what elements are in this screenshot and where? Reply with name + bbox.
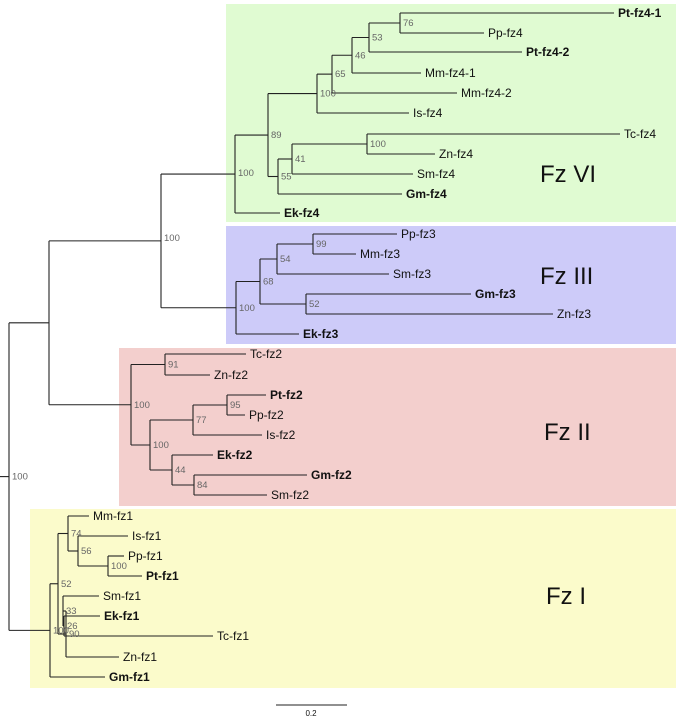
leaf-label: Pp-fz1 <box>128 549 163 563</box>
leaf-label: Is-fz4 <box>413 106 443 120</box>
leaf-label: Sm-fz1 <box>103 589 141 603</box>
leaf-label: Ek-fz4 <box>284 206 320 220</box>
leaf-label: Sm-fz4 <box>417 167 455 181</box>
bootstrap-label: 52 <box>61 579 72 590</box>
leaf-label: Zn-fz4 <box>439 147 473 161</box>
bootstrap-label: 56 <box>81 546 92 557</box>
bootstrap-label: 100 <box>111 561 127 572</box>
leaf-label: Zn-fz1 <box>123 650 157 664</box>
bootstrap-label: 100 <box>238 168 254 179</box>
bootstrap-label: 84 <box>197 480 208 491</box>
clade-backgrounds <box>30 4 676 688</box>
leaf-label: Sm-fz3 <box>393 267 431 281</box>
leaf-label: Tc-fz1 <box>217 629 249 643</box>
leaf-label: Pt-fz4-1 <box>618 6 662 20</box>
bootstrap-label: 33 <box>66 606 77 617</box>
bootstrap-label: 100 <box>12 472 28 483</box>
leaf-label: Tc-fz4 <box>624 127 656 141</box>
bootstrap-label: 26 <box>67 621 78 632</box>
leaf-label: Pt-fz2 <box>270 388 303 402</box>
leaf-label: Pt-fz1 <box>146 569 179 583</box>
scale-bar: 0.2 <box>276 704 347 718</box>
bootstrap-label: 55 <box>281 172 292 183</box>
bootstrap-label: 54 <box>280 254 291 265</box>
bootstrap-label: 77 <box>196 415 207 426</box>
clade-box-fz6 <box>226 4 676 222</box>
leaf-label: Is-fz2 <box>266 428 296 442</box>
leaf-label: Tc-fz2 <box>250 347 282 361</box>
bootstrap-label: 100 <box>53 625 69 636</box>
bootstrap-label: 76 <box>403 18 414 29</box>
leaf-label: Pp-fz3 <box>401 227 436 241</box>
leaf-label: Ek-fz3 <box>303 327 339 341</box>
leaf-label: Mm-fz4-1 <box>425 66 476 80</box>
leaf-label: Zn-fz2 <box>214 368 248 382</box>
bootstrap-label: 46 <box>355 50 366 61</box>
leaf-label: Gm-fz4 <box>406 187 447 201</box>
bootstrap-label: 91 <box>168 360 179 371</box>
bootstrap-label: 53 <box>372 33 383 44</box>
bootstrap-label: 90 <box>69 629 80 640</box>
leaf-labels: Pt-fz4-1Pp-fz4Pt-fz4-2Mm-fz4-1Mm-fz4-2Is… <box>93 6 662 684</box>
clade-labels: Fz VI Fz III Fz II Fz I <box>540 161 596 610</box>
bootstrap-label: 100 <box>153 440 169 451</box>
clade-box-fz3 <box>226 226 676 344</box>
clade-label-fz6: Fz VI <box>540 161 596 188</box>
leaf-label: Mm-fz3 <box>360 247 400 261</box>
bootstrap-label: 100 <box>164 233 180 244</box>
bootstrap-label: 99 <box>316 239 327 250</box>
clade-label-fz1: Fz I <box>546 583 586 610</box>
bootstrap-label: 74 <box>71 529 82 540</box>
bootstrap-label: 44 <box>175 465 186 476</box>
leaf-label: Sm-fz2 <box>271 488 309 502</box>
leaf-label: Is-fz1 <box>132 529 162 543</box>
bootstrap-label: 100 <box>239 303 255 314</box>
scale-bar-label: 0.2 <box>305 709 317 718</box>
leaf-label: Ek-fz2 <box>217 448 253 462</box>
bootstrap-label: 68 <box>263 277 274 288</box>
bootstrap-label: 65 <box>335 69 346 80</box>
bootstrap-label: 52 <box>309 299 320 310</box>
leaf-label: Ek-fz1 <box>104 609 140 623</box>
clade-label-fz3: Fz III <box>540 263 593 290</box>
leaf-label: Pp-fz4 <box>488 26 523 40</box>
leaf-label: Pp-fz2 <box>249 408 284 422</box>
leaf-label: Zn-fz3 <box>557 307 591 321</box>
clade-box-fz1 <box>30 509 676 688</box>
clade-box-fz2 <box>119 348 676 506</box>
clade-label-fz2: Fz II <box>544 419 591 446</box>
bootstrap-label: 95 <box>230 400 241 411</box>
tree-branches <box>0 12 620 678</box>
bootstrap-label: 100 <box>370 139 386 150</box>
bootstrap-label: 100 <box>134 400 150 411</box>
leaf-label: Gm-fz1 <box>109 670 150 684</box>
leaf-label: Gm-fz2 <box>311 468 352 482</box>
bootstrap-label: 41 <box>295 154 306 165</box>
leaf-label: Gm-fz3 <box>475 287 516 301</box>
leaf-label: Mm-fz1 <box>93 509 133 523</box>
leaf-label: Pt-fz4-2 <box>526 45 570 59</box>
leaf-label: Mm-fz4-2 <box>461 86 512 100</box>
bootstrap-label: 89 <box>271 130 282 141</box>
bootstrap-label: 100 <box>320 89 336 100</box>
